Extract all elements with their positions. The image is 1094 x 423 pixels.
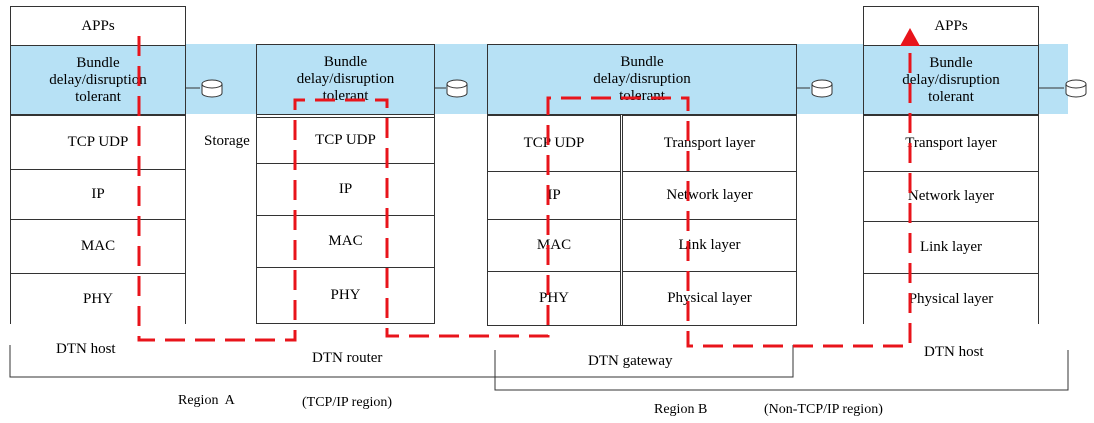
apps-layer: APPs <box>864 7 1038 45</box>
region-a-desc: (TCP/IP region) <box>302 395 393 410</box>
region-b-desc: (Non-TCP/IP region) <box>764 402 883 417</box>
dtn-host-a-stack: APPs Bundle delay/disruption tolerant TC… <box>10 6 186 325</box>
transport-layer: TCP UDP <box>11 115 185 169</box>
storage-icon <box>446 79 468 98</box>
storage-icon <box>811 79 833 98</box>
network-layer: IP <box>11 169 185 219</box>
transport-layer: TCP UDP <box>488 115 620 171</box>
storage-icon <box>1065 79 1087 98</box>
dtn-router-stack: Bundle delay/disruption tolerant TCP UDP… <box>256 44 435 324</box>
link-layer: Link layer <box>864 221 1038 273</box>
link-layer: MAC <box>257 215 434 267</box>
transport-layer: Transport layer <box>864 115 1038 171</box>
region-b-bracket <box>494 350 1069 391</box>
gateway-right-column: Transport layer Network layer Link layer… <box>620 115 796 325</box>
bundle-layer: Bundle delay/disruption tolerant <box>488 45 796 115</box>
bundle-path <box>137 36 912 348</box>
physical-layer: PHY <box>488 271 620 325</box>
storage-label: Storage <box>204 133 250 149</box>
transport-layer: TCP UDP <box>257 117 434 163</box>
link-layer: Link layer <box>623 219 796 271</box>
dtn-host-a-label: DTN host <box>56 341 116 357</box>
apps-layer: APPs <box>11 7 185 45</box>
dtn-gateway-label: DTN gateway <box>588 353 673 369</box>
link-layer: MAC <box>488 219 620 271</box>
network-layer: IP <box>257 163 434 215</box>
physical-layer: PHY <box>11 273 185 325</box>
physical-layer: PHY <box>257 267 434 323</box>
physical-layer: Physical layer <box>864 273 1038 325</box>
region-a-name: Region A <box>178 393 235 408</box>
gateway-left-column: TCP UDP IP MAC PHY <box>488 115 620 325</box>
region-a-bracket <box>9 345 794 378</box>
network-layer: Network layer <box>864 171 1038 221</box>
dtn-host-b-label: DTN host <box>924 344 984 360</box>
dtn-router-label: DTN router <box>312 350 383 366</box>
transport-layer: Transport layer <box>623 115 796 171</box>
dtn-host-b-stack: APPs Bundle delay/disruption tolerant Tr… <box>863 6 1039 325</box>
link-layer: MAC <box>11 219 185 273</box>
region-b-name: Region B <box>654 402 708 417</box>
dtn-gateway-stack: Bundle delay/disruption tolerant TCP UDP… <box>487 44 797 326</box>
network-layer: IP <box>488 171 620 219</box>
bundle-layer: Bundle delay/disruption tolerant <box>257 45 434 115</box>
bundle-layer: Bundle delay/disruption tolerant <box>11 45 185 115</box>
arrow-head-icon <box>900 28 920 46</box>
bundle-layer: Bundle delay/disruption tolerant <box>864 45 1038 115</box>
storage-icon <box>201 79 223 98</box>
